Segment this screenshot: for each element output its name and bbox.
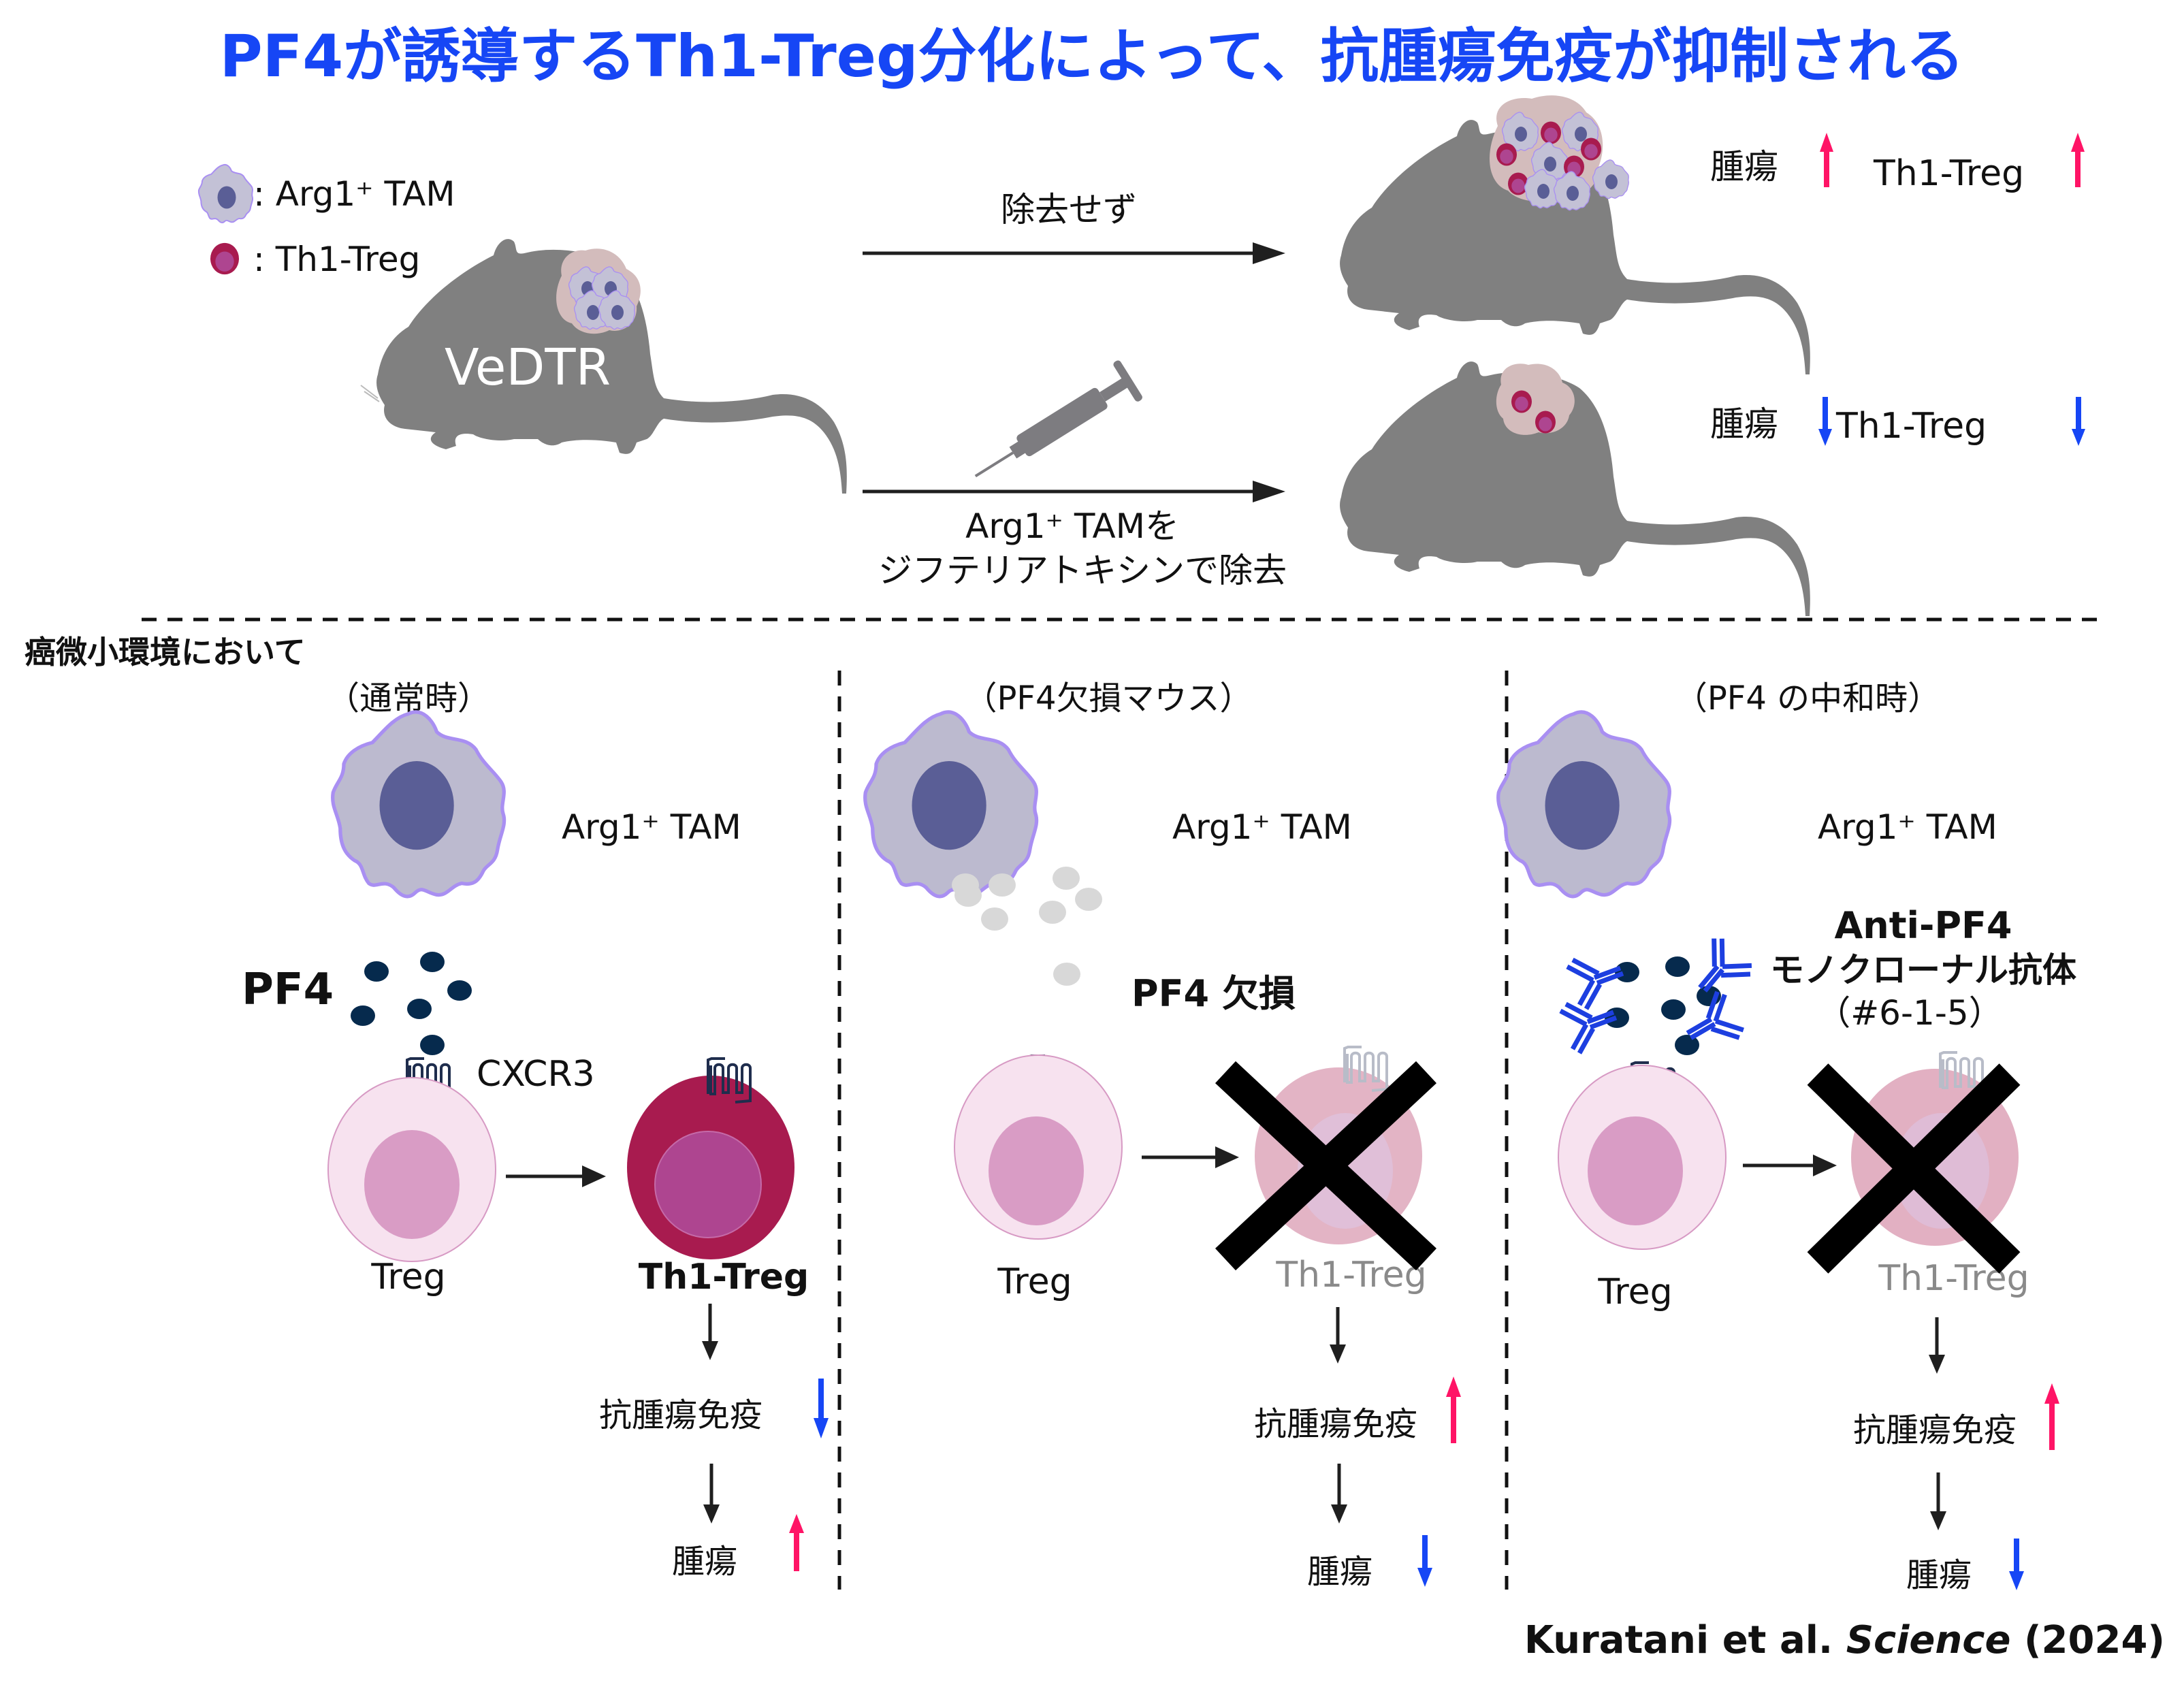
differentiation-arrow: [506, 1165, 606, 1187]
legend-label-tam: : Arg1⁺ TAM: [253, 174, 455, 214]
down-arrow-icon: [814, 1379, 829, 1438]
antibody-bound-pf4: [1560, 929, 1755, 1055]
vedtr-mouse: VeDTR: [376, 239, 847, 494]
receptor-label: CXCR3: [477, 1054, 595, 1095]
th1-label-blocked: Th1-Treg: [1275, 1255, 1426, 1295]
section-label: 癌微小環境において: [25, 634, 306, 671]
no-removal-label: 除去せず: [1001, 190, 1137, 229]
th1-treg-cell-icon: [627, 1076, 794, 1259]
flow-arrow: [1331, 1464, 1347, 1524]
down-arrow-icon: [1417, 1535, 1432, 1587]
tumor-label: 腫瘍: [672, 1543, 737, 1581]
large-tumor: [1490, 95, 1628, 210]
outcomes-no-removal: 腫瘍 Th1-Treg: [1710, 133, 2085, 194]
tumor-label: 腫瘍: [1307, 1553, 1372, 1591]
small-tumor: [1496, 364, 1575, 435]
outcome-th1-label: Th1-Treg: [1835, 406, 1987, 447]
legend-label-th1: : Th1-Treg: [253, 240, 420, 279]
syringe-icon: [974, 360, 1142, 478]
tam-cell-icon: [865, 712, 1037, 897]
block-x-icon: [1215, 1061, 1437, 1271]
citation-year: (2024): [2010, 1618, 2165, 1662]
flow-arrow: [1929, 1317, 1945, 1374]
mouse-dt-removal: [1340, 361, 1810, 616]
dt-removal-label-line1: Arg1⁺ TAMを: [965, 506, 1179, 546]
up-arrow-icon: [1820, 133, 1833, 187]
pf4-molecules-absent: [952, 867, 1102, 986]
up-arrow-icon: [1446, 1376, 1461, 1443]
citation-journal: Science: [1846, 1618, 2011, 1662]
flow-arrow: [703, 1464, 720, 1524]
pf4-label: PF4: [242, 965, 334, 1015]
pf4-molecules: [351, 952, 472, 1055]
down-arrow-icon: [2072, 397, 2085, 446]
treg-label: Treg: [370, 1257, 445, 1298]
th1-label: Th1-Treg: [639, 1257, 809, 1298]
arrow-no-removal: 除去せず: [863, 190, 1285, 264]
immunity-label: 抗腫瘍免疫: [1853, 1411, 2017, 1449]
down-arrow-icon: [2009, 1539, 2024, 1590]
treg-label: Treg: [1597, 1272, 1672, 1312]
legend: : Arg1⁺ TAM : Th1-Treg: [199, 165, 455, 279]
up-arrow-icon: [789, 1514, 804, 1571]
mouse-no-removal: [1340, 95, 1810, 374]
immunity-label: 抗腫瘍免疫: [1254, 1405, 1417, 1443]
treg-cell-icon: [954, 1054, 1123, 1240]
page-title: PF4が誘導するTh1-Treg分化によって、抗腫瘍免疫が抑制される: [220, 22, 1965, 91]
differentiation-arrow: [1743, 1155, 1837, 1176]
down-arrow-icon: [1818, 397, 1832, 446]
immunity-label: 抗腫瘍免疫: [599, 1396, 762, 1434]
whiskers: [360, 385, 380, 402]
citation: Kuratani et al. Science (2024): [1524, 1618, 2165, 1662]
tam-label: Arg1⁺ TAM: [1172, 807, 1352, 847]
mouse-silhouette-icon: [1340, 361, 1810, 616]
pf4-knockout-label: PF4 欠損: [1131, 972, 1296, 1015]
outcome-tumor-label: 腫瘍: [1710, 404, 1778, 444]
citation-authors: Kuratani et al.: [1524, 1618, 1846, 1662]
panel-pf4-neutralization: （PF4 の中和時） Arg1⁺ TAM Anti-PF4 モノクローナル抗体 …: [1498, 679, 2076, 1594]
antibody-icon: [1567, 960, 1623, 1009]
antibody-icon: [1682, 929, 1755, 999]
tumor-label: 腫瘍: [1906, 1556, 1972, 1594]
panel-heading: （PF4 の中和時）: [1675, 679, 1940, 718]
panel-normal: （通常時） Arg1⁺ TAM PF4 CXCR3: [242, 679, 829, 1581]
antibody-label-line3: （#6-1-5）: [1816, 993, 2002, 1033]
differentiation-arrow: [1142, 1146, 1239, 1168]
treg-cell-icon: [327, 1077, 496, 1262]
outcomes-dt-removal: 腫瘍 Th1-Treg: [1710, 397, 2085, 447]
outcome-th1-label: Th1-Treg: [1873, 153, 2024, 194]
arg1-tam-cell-icon: [199, 165, 253, 223]
panel-heading: （通常時）: [327, 679, 490, 718]
arrow-dt-removal: Arg1⁺ TAMを ジフテリアトキシンで除去: [863, 481, 1287, 590]
flow-arrow: [702, 1304, 718, 1360]
outcome-tumor-label: 腫瘍: [1710, 147, 1778, 187]
dt-removal-label-line2: ジフテリアトキシンで除去: [878, 551, 1287, 590]
tam-label: Arg1⁺ TAM: [1818, 807, 1997, 847]
flow-arrow: [1930, 1472, 1946, 1530]
antibody-label-line1: Anti-PF4: [1834, 904, 2012, 947]
up-arrow-icon: [2044, 1383, 2059, 1450]
tumor-with-tam: [556, 248, 641, 334]
tam-cell-icon: [1498, 712, 1670, 897]
block-x-icon: [1807, 1063, 2021, 1274]
panel-heading: （PF4欠損マウス）: [964, 679, 1252, 718]
up-arrow-icon: [2071, 133, 2085, 187]
flow-arrow: [1330, 1307, 1346, 1364]
mouse-label: VeDTR: [445, 338, 611, 397]
panel-pf4-knockout: （PF4欠損マウス） Arg1⁺ TAM PF4 欠損: [865, 679, 1461, 1591]
th1-treg-cell-icon: [210, 242, 239, 275]
treg-cell-icon: [1558, 1065, 1727, 1250]
tam-label: Arg1⁺ TAM: [562, 807, 741, 847]
tam-cell-icon: [333, 712, 504, 897]
treg-label: Treg: [997, 1261, 1072, 1302]
antibody-label-line2: モノクローナル抗体: [1770, 950, 2076, 990]
